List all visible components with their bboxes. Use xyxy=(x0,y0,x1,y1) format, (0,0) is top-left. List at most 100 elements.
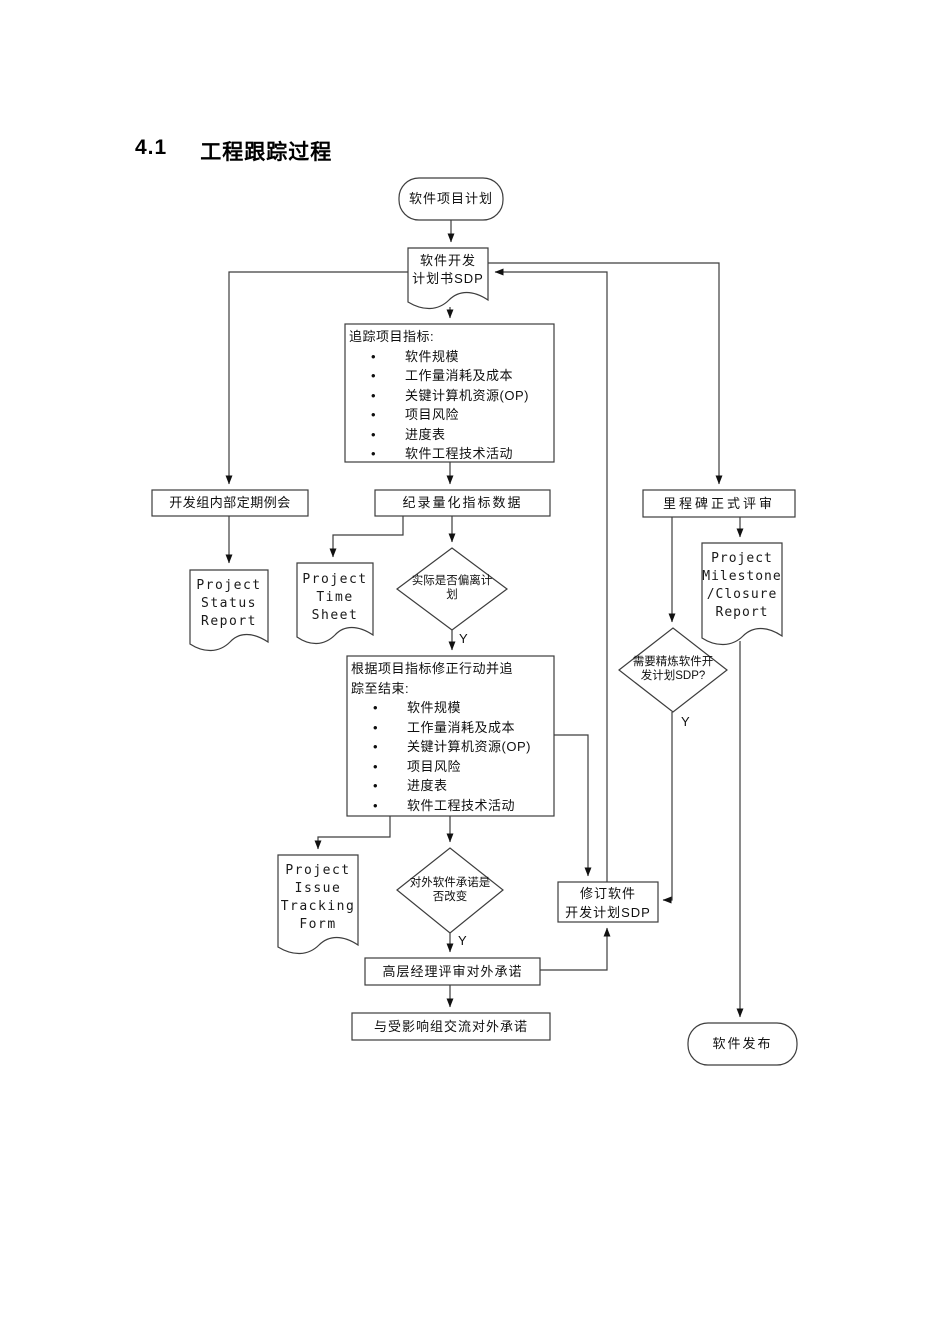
track-item-label: 软件工程技术活动 xyxy=(405,446,514,461)
connector-sdp-to-meeting xyxy=(225,271,408,485)
correct-item-label: 项目风险 xyxy=(407,758,462,774)
correct-item-label: 软件工程技术活动 xyxy=(407,797,516,813)
milestone-report-document-label: Project Milestone /Closure Report xyxy=(702,550,782,622)
revise-sdp-box-shape xyxy=(557,881,659,923)
communicate-box-shape xyxy=(351,1012,551,1041)
track-item: • 软件工程技术活动 xyxy=(347,444,552,464)
connector-review-to-revise xyxy=(540,927,611,971)
record-box-label: 纪录量化指标数据 xyxy=(402,495,523,510)
sdp-document-shape xyxy=(407,247,489,310)
record-box-shape xyxy=(374,489,551,517)
issue-doc-line: Form xyxy=(299,917,337,932)
sdp-document-label: 软件开发 计划书SDP xyxy=(408,252,488,288)
connector-revise-to-sdp xyxy=(494,268,608,882)
correct-actions-box-shape xyxy=(346,655,555,817)
status-doc-line: Report xyxy=(201,614,257,629)
section-number: 4.1 xyxy=(135,136,168,159)
page-title: 4.1 工程跟踪过程 xyxy=(135,136,332,166)
correct-item: •软件规模 xyxy=(349,698,552,718)
track-item: • 进度表 xyxy=(347,425,552,445)
track-heading: 追踪项目指标: xyxy=(349,329,435,344)
bullet-dot: • xyxy=(371,407,377,422)
bullet-dot: • xyxy=(371,446,377,461)
milestone-review-box-shape xyxy=(642,489,796,518)
connector-sdp-to-milestone-review xyxy=(488,262,723,485)
deviate-diamond-label: 实际是否偏离计 划 xyxy=(397,574,507,602)
correct-heading-line1: 根据项目指标修正行动并追 xyxy=(351,661,514,676)
section-title-text: 工程跟踪过程 xyxy=(200,141,333,164)
timesheet-document-label: Project Time Sheet xyxy=(297,571,373,625)
commit-line1: 对外软件承诺是 xyxy=(409,877,491,889)
correct-item-label: 软件规模 xyxy=(407,700,462,715)
start-oval-shape xyxy=(398,177,504,221)
track-item-label: 工作量消耗及成本 xyxy=(405,368,514,383)
refine-yes-label: Y xyxy=(681,714,690,729)
timesheet-doc-line: Time xyxy=(316,590,354,605)
release-node-label: 软件发布 xyxy=(712,1036,773,1051)
milestone-doc-line: /Closure xyxy=(706,587,778,602)
senior-review-box-label: 高层经理评审对外承诺 xyxy=(382,963,523,979)
track-item: • 项目风险 xyxy=(347,405,552,425)
status-report-document-label: Project Status Report xyxy=(190,577,268,631)
milestone-report-document-shape xyxy=(701,542,783,646)
sdp-doc-line1: 软件开发 xyxy=(419,253,476,268)
correct-item: • 工作量消耗及成本 xyxy=(349,718,552,738)
timesheet-document-shape xyxy=(296,562,374,645)
connectors xyxy=(225,220,744,1018)
track-metrics-content: 追踪项目指标: •软件规模 • 工作量消耗及成本 • 关键计算机资源(OP) • 项目… xyxy=(347,327,552,464)
deviate-yes-label: Y xyxy=(459,631,468,646)
correct-item-label: 进度表 xyxy=(407,778,448,793)
deviate-line2: 划 xyxy=(446,589,458,601)
refine-line2: 发计划SDP? xyxy=(640,670,706,682)
track-item: • 工作量消耗及成本 xyxy=(347,366,552,386)
track-item: • 关键计算机资源(OP) xyxy=(347,386,552,406)
release-oval-shape xyxy=(687,1022,798,1066)
revise-line2: 开发计划SDP xyxy=(565,905,651,920)
milestone-doc-line: Report xyxy=(715,605,769,620)
track-item-label: 项目风险 xyxy=(405,407,460,422)
milestone-doc-line: Project xyxy=(711,551,773,566)
correct-item: • 软件工程技术活动 xyxy=(349,796,552,816)
milestone-review-box-label: 里程碑正式评审 xyxy=(662,495,775,511)
meeting-box-shape xyxy=(151,489,309,517)
deviate-line1: 实际是否偏离计 xyxy=(411,575,493,587)
correct-heading-line2: 踪至结束: xyxy=(351,680,410,696)
issue-doc-line: Tracking xyxy=(280,899,356,914)
refine-diamond-shape xyxy=(618,627,728,713)
meeting-box-label: 开发组内部定期例会 xyxy=(169,495,291,510)
issue-form-document-label: Project Issue Tracking Form xyxy=(278,862,358,934)
correct-item-label: 工作量消耗及成本 xyxy=(407,719,516,735)
bullet-dot: • xyxy=(373,778,379,793)
sdp-doc-line2: 计划书SDP xyxy=(412,271,484,286)
commit-yes-label: Y xyxy=(458,933,467,948)
correct-actions-content: 根据项目指标修正行动并追 踪至结束: •软件规模 •工作量消耗及成本 •关键计算… xyxy=(349,659,552,815)
timesheet-doc-line: Project xyxy=(302,572,368,587)
bullet-dot: • xyxy=(371,387,377,403)
correct-item: •项目风险 xyxy=(349,757,552,777)
bullet-dot: • xyxy=(373,797,379,813)
revise-line1: 修订软件 xyxy=(579,886,636,901)
correct-item-label: 关键计算机资源(OP) xyxy=(407,739,531,754)
connector-record-to-timesheet xyxy=(329,516,404,558)
track-item: •软件规模 xyxy=(347,347,552,367)
track-item-label: 关键计算机资源(OP) xyxy=(405,387,529,403)
revise-sdp-box-label: 修订软件 开发计划SDP xyxy=(558,884,658,922)
bullet-dot: • xyxy=(371,426,377,442)
nodes xyxy=(151,177,798,1066)
communicate-box-label: 与受影响组交流对外承诺 xyxy=(373,1018,528,1034)
track-item-label: 进度表 xyxy=(405,426,446,442)
refine-line1: 需要精炼软件开 xyxy=(632,656,714,668)
connector-correct-to-issue-form xyxy=(314,816,391,850)
bullet-dot: • xyxy=(371,348,377,364)
bullet-dot: • xyxy=(373,719,379,735)
commit-diamond-label: 对外软件承诺是 否改变 xyxy=(395,876,505,904)
deviate-diamond-shape xyxy=(395,547,509,631)
correct-item: • 进度表 xyxy=(349,776,552,796)
bullet-dot: • xyxy=(371,368,377,383)
correct-item: •关键计算机资源(OP) xyxy=(349,737,552,757)
status-doc-line: Project xyxy=(196,578,262,593)
timesheet-doc-line: Sheet xyxy=(311,608,359,623)
connector-correct-to-revise xyxy=(554,734,592,877)
